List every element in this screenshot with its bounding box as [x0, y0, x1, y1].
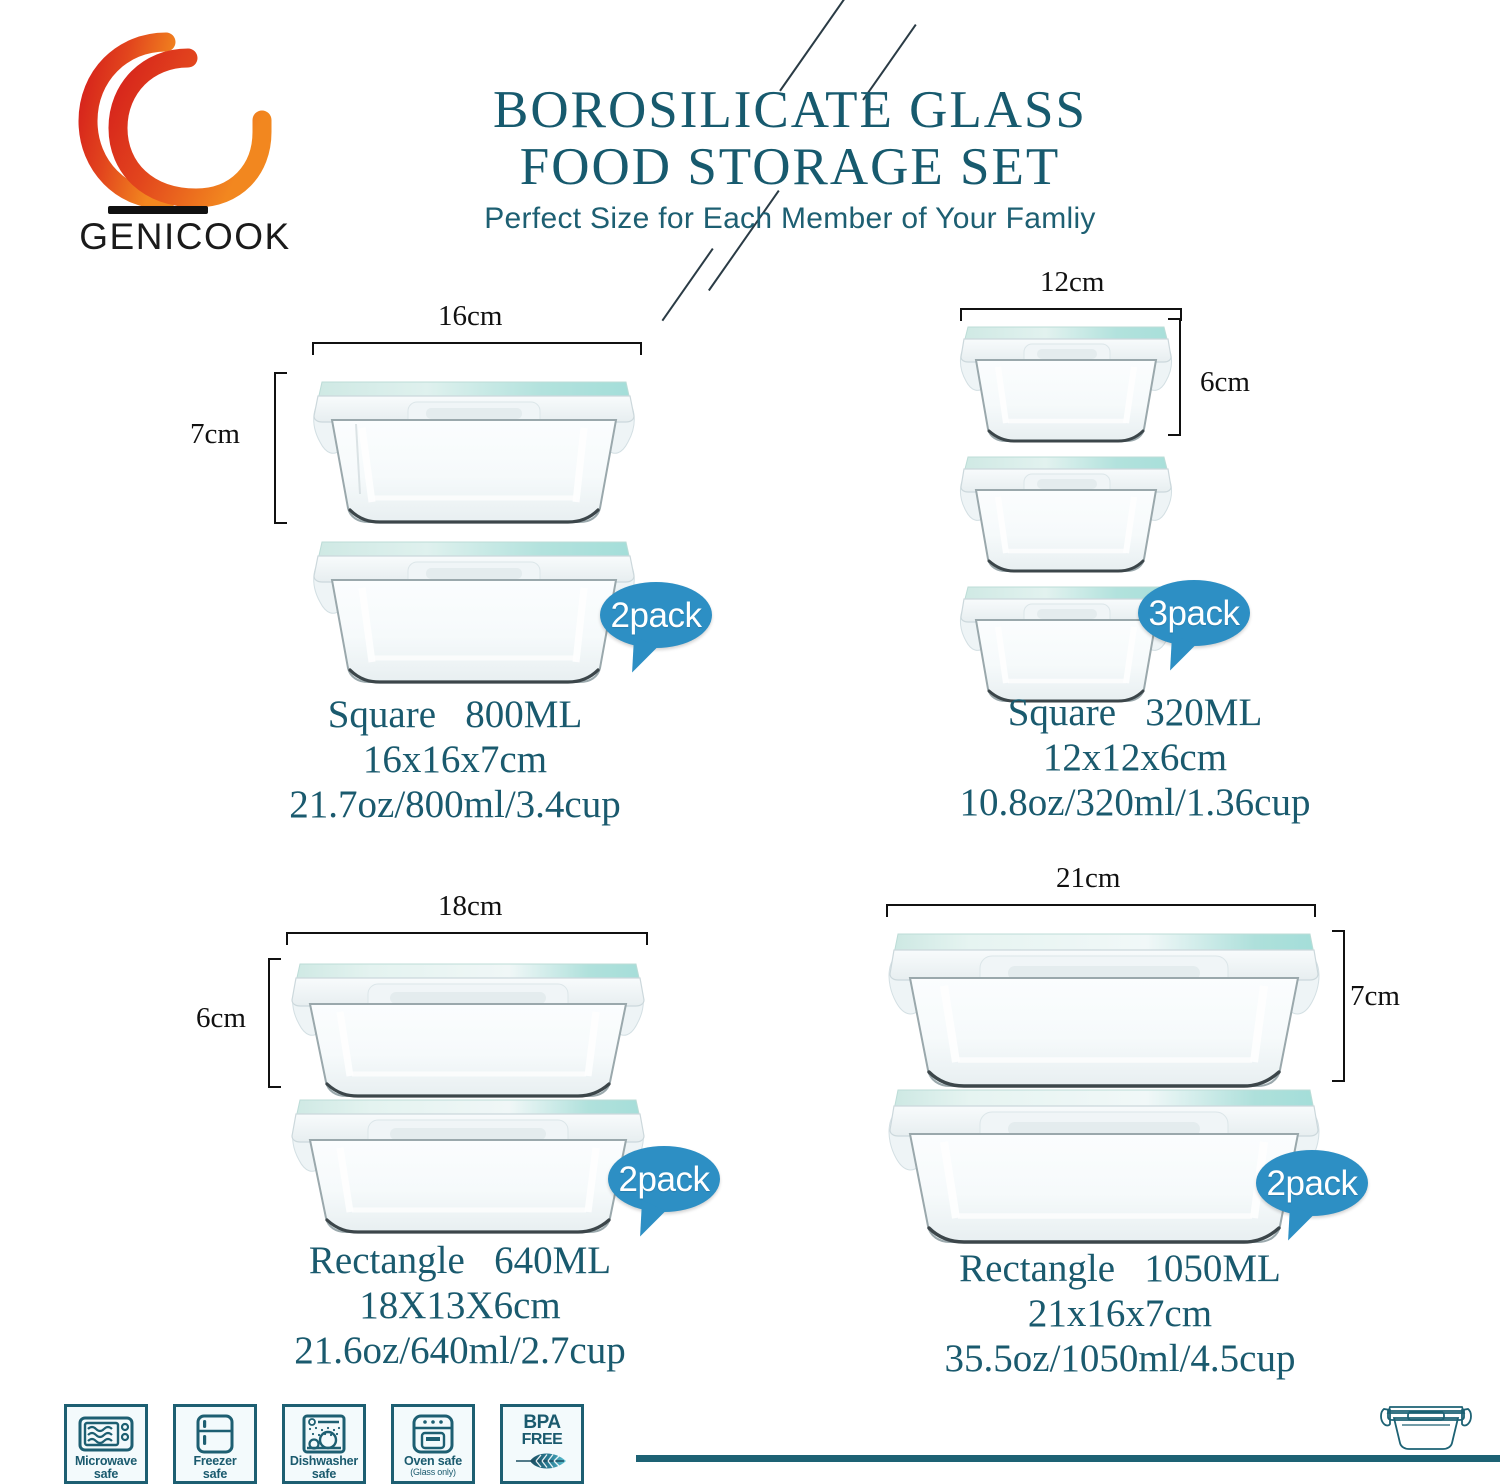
dim-width-bracket-1050 [886, 904, 1316, 917]
caption-dims-640: 18X13X6cm [359, 1284, 561, 1328]
feature-label-oven: Oven safe (Glass only) [404, 1454, 462, 1477]
product-square-320: 12cm 6cm [900, 258, 1370, 838]
container-square-320-middle [952, 443, 1180, 579]
dim-height-label-1050: 7cm [1350, 980, 1400, 1012]
dishwasher-icon [301, 1412, 347, 1455]
caption-dims-800: 16x16x7cm [362, 738, 548, 782]
container-rect-640-bottom [282, 1088, 654, 1238]
dim-width-label-640: 18cm [438, 890, 503, 922]
caption-dims-1050: 21x16x7cm [1027, 1292, 1213, 1336]
feature-badge-oven: Oven safe (Glass only) [391, 1404, 475, 1484]
container-square-800-top [300, 362, 648, 530]
caption-name-640: Rectangle 640ML [308, 1239, 612, 1282]
header: BOROSILICATE GLASS FOOD STORAGE SET Perf… [340, 81, 1240, 236]
brand-logo: GENICOOK [70, 28, 300, 258]
caption-name-320: Square 320ML [1007, 691, 1263, 734]
dim-height-label-640: 6cm [196, 1002, 246, 1034]
freezer-icon [194, 1412, 236, 1455]
pack-badge-800: 2pack [600, 582, 712, 678]
product-rect-640: 18cm 6cm [190, 890, 730, 1390]
caption-capacity-320: 10.8oz/320ml/1.36cup [959, 781, 1311, 825]
caption-capacity-640: 21.6oz/640ml/2.7cup [294, 1329, 626, 1373]
dim-width-bracket-320 [960, 308, 1182, 321]
subtitle: Perfect Size for Each Member of Your Fam… [484, 202, 1096, 236]
dim-width-label-320: 12cm [1040, 266, 1105, 298]
container-rect-640-top [282, 952, 654, 1102]
caption-name-800: Square 800ML [327, 693, 583, 736]
pack-badge-label-1050: 2pack [1266, 1163, 1358, 1203]
feature-badge-bpa-free: BPA FREE [500, 1404, 584, 1484]
dim-height-label-800: 7cm [190, 418, 240, 450]
pack-badge-label-320: 3pack [1148, 593, 1240, 633]
pack-badge-320: 3pack [1138, 580, 1250, 676]
title-line-2: FOOD STORAGE SET [519, 138, 1061, 197]
dim-width-bracket-640 [286, 932, 648, 945]
oven-icon [410, 1412, 456, 1455]
title-line-1: BOROSILICATE GLASS [492, 81, 1088, 139]
pack-badge-label-640: 2pack [618, 1159, 710, 1199]
caption-capacity-1050: 35.5oz/1050ml/4.5cup [944, 1337, 1296, 1381]
caption-name-1050: Rectangle 1050ML [959, 1247, 1281, 1290]
dim-width-bracket-800 [312, 342, 642, 355]
dim-height-label-320: 6cm [1200, 366, 1250, 398]
caption-dims-320: 12x12x6cm [1042, 736, 1228, 780]
product-rect-1050: 21cm 7cm [840, 862, 1400, 1392]
dim-height-bracket-800 [274, 372, 287, 524]
pack-badge-640: 2pack [608, 1146, 720, 1242]
leaf-icon [514, 1450, 570, 1477]
decor-diagonal-1 [779, 0, 850, 92]
pack-badge-1050: 2pack [1256, 1150, 1368, 1246]
container-outline-icon [1380, 1395, 1472, 1453]
container-square-320-top [952, 313, 1180, 449]
container-square-800-bottom [300, 522, 648, 690]
dim-height-bracket-320 [1168, 318, 1181, 436]
container-rect-1050-top [876, 920, 1332, 1092]
microwave-icon [78, 1412, 134, 1455]
dim-width-label-1050: 21cm [1056, 862, 1121, 894]
caption-capacity-800: 21.7oz/800ml/3.4cup [289, 783, 621, 827]
bpa-free-text: BPA FREE [521, 1412, 563, 1449]
dim-height-bracket-640 [268, 958, 281, 1088]
dim-width-label-800: 16cm [438, 300, 503, 332]
dim-height-bracket-1050 [1332, 930, 1345, 1082]
footer-bar [636, 1455, 1500, 1462]
pack-badge-label-800: 2pack [610, 595, 702, 635]
product-square-800: 16cm 7cm [190, 300, 720, 840]
brand-name: GENICOOK [79, 216, 291, 257]
